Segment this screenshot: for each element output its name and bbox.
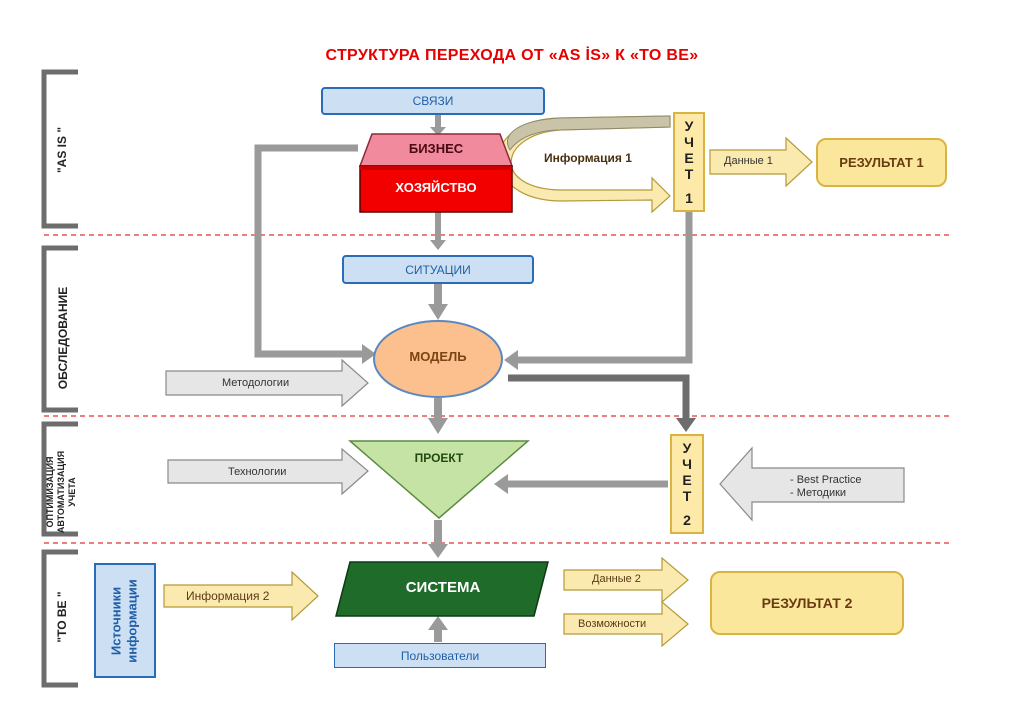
loop-business-to-model — [254, 144, 366, 358]
methods-label: - Методики — [790, 487, 847, 499]
uchet-1-letter: Е — [684, 150, 694, 166]
uchet-2-box: У Ч Е Т 2 — [670, 434, 704, 534]
optimization-line-2: АВТОМАТИЗАЦИЯ — [56, 450, 66, 534]
bracket-survey — [41, 245, 78, 413]
info-sources-line-2: информации — [125, 578, 141, 663]
info2-label: Информация 2 — [186, 589, 270, 603]
section-to-be-label: "TO BE " — [55, 591, 69, 643]
economy-shape — [359, 165, 513, 213]
system-label: СИСТЕМА — [405, 579, 481, 596]
result-2-box: РЕЗУЛЬТАТ 2 — [710, 571, 904, 635]
info2-arrow — [163, 570, 319, 622]
uchet-2-letter: Ч — [682, 456, 692, 472]
capabilities-label: Возможности — [578, 618, 647, 630]
best-practice-arrow — [719, 446, 905, 522]
uchet-1-letter: Т — [684, 166, 694, 182]
bracket-to-be — [41, 549, 78, 688]
technologies-label: Технологии — [228, 466, 287, 478]
uchet-2-number: 2 — [683, 512, 691, 528]
capabilities-arrow — [563, 600, 689, 648]
project-shape — [347, 440, 531, 519]
data2-label: Данные 2 — [592, 573, 641, 585]
diagram-title: СТРУКТУРА ПЕРЕХОДА ОТ «AS İS» К «TO BE» — [325, 47, 699, 64]
uchet-2-letter: У — [682, 440, 692, 456]
data1-label: Данные 1 — [724, 155, 773, 167]
uchet-2-letters: У Ч Е Т — [682, 440, 692, 504]
technologies-arrow — [167, 447, 369, 496]
bracket-optimization — [41, 421, 78, 537]
section-as-is-label: "AS IS " — [55, 126, 69, 174]
project-label: ПРОЕКТ — [414, 451, 464, 465]
uchet-1-letters: У Ч Е Т — [684, 118, 694, 182]
uchet-2-letter: Е — [682, 472, 692, 488]
info-sources-box: Источники информации — [94, 563, 156, 678]
uchet-1-letter: Ч — [684, 134, 694, 150]
optimization-line-3: УЧЕТА — [67, 477, 77, 507]
bracket-as-is — [41, 69, 78, 229]
info1-label: Информация 1 — [544, 151, 632, 165]
system-shape — [335, 561, 549, 617]
uchet-2-letter: Т — [682, 488, 692, 504]
business-label: БИЗНЕС — [408, 141, 464, 156]
methodologies-arrow — [165, 358, 369, 408]
uchet-1-number: 1 — [685, 190, 693, 206]
model-label: МОДЕЛЬ — [409, 349, 467, 364]
users-box: Пользователи — [334, 643, 546, 668]
section-survey-label: ОБСЛЕДОВАНИЕ — [56, 286, 70, 390]
info-sources-line-1: Источники — [109, 586, 125, 655]
data1-arrow — [709, 136, 813, 188]
uchet-1-letter: У — [684, 118, 694, 134]
methodologies-label: Методологии — [222, 377, 290, 389]
data2-arrow — [563, 556, 689, 604]
situations-box: СИТУАЦИИ — [342, 255, 534, 284]
section-optimization-label: ОПТИМИЗАЦИЯ АВТОМАТИЗАЦИЯ УЧЕТА — [45, 447, 85, 537]
economy-label: ХОЗЯЙСТВО — [395, 180, 477, 195]
flow-uchet1-to-model — [516, 212, 693, 364]
optimization-line-1: ОПТИМИЗАЦИЯ — [45, 456, 55, 528]
info-sources-text: Источники информации — [109, 579, 141, 662]
best-practice-label: - Best Practice — [790, 474, 862, 486]
model-shape — [373, 320, 503, 398]
flow-model-to-uchet2 — [508, 374, 690, 420]
links-box: СВЯЗИ — [321, 87, 545, 115]
result-1-box: РЕЗУЛЬТАТ 1 — [816, 138, 947, 187]
uchet-1-box: У Ч Е Т 1 — [673, 112, 705, 212]
